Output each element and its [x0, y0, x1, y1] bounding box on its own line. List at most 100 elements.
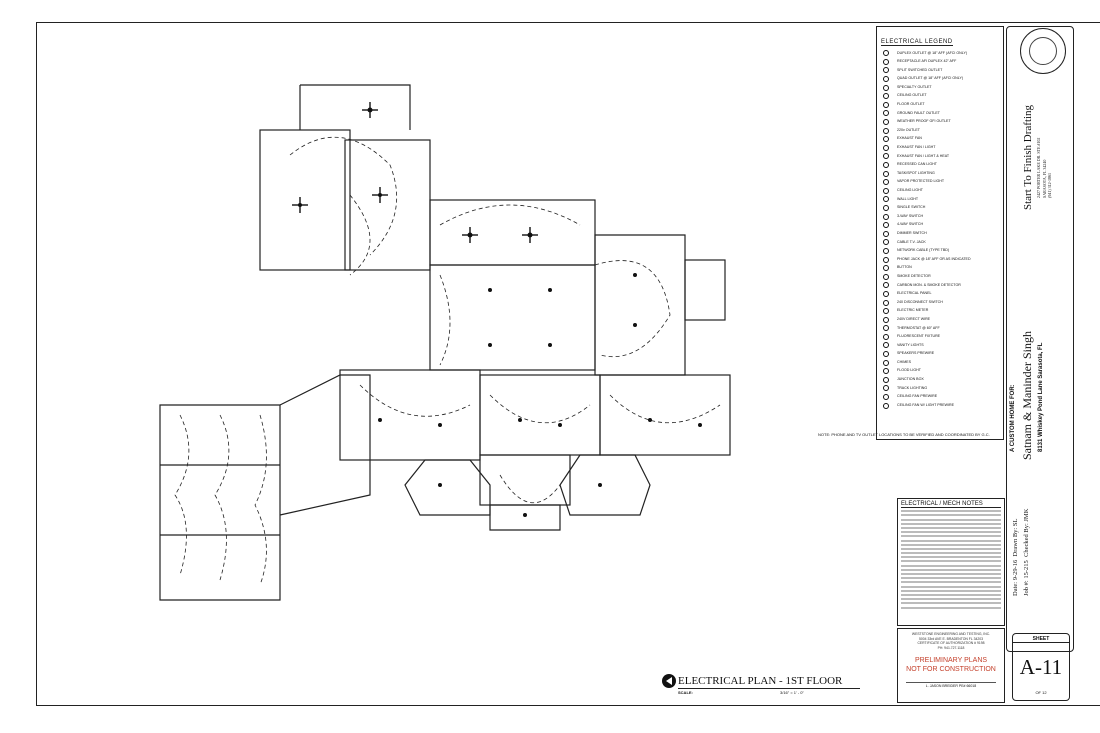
legend-symbol-icon	[881, 76, 891, 83]
legend-item-label: 240 DISCONNECT SWITCH	[897, 299, 943, 304]
checked-by: Checked By: JMK	[1023, 508, 1030, 557]
legend-item: VAPOR PROTECTED LIGHT	[881, 178, 999, 187]
legend-item: 240V DIRECT WIRE	[881, 315, 999, 324]
legend-symbol-icon	[881, 187, 891, 194]
legend-item-label: QUAD OUTLET @ 18" AFF (AFCI ONLY)	[897, 76, 964, 81]
legend-symbol-icon	[881, 119, 891, 126]
electrical-legend: ELECTRICAL LEGEND DUPLEX OUTLET @ 18" AF…	[876, 26, 1004, 440]
legend-item-label: 240V DIRECT WIRE	[897, 316, 931, 321]
legend-item-label: GROUND FAULT OUTLET	[897, 110, 940, 115]
legend-item: SPLIT SWITCHED OUTLET	[881, 66, 999, 75]
legend-item: RECESSED CAN LIGHT	[881, 161, 999, 170]
legend-item-label: SPECIALTY OUTLET	[897, 84, 932, 89]
legend-symbol-icon	[881, 101, 891, 108]
legend-item-label: WEATHER PROOF GFI OUTLET	[897, 119, 951, 124]
legend-item: QUAD OUTLET @ 18" AFF (AFCI ONLY)	[881, 75, 999, 84]
legend-item-label: CEILING OUTLET	[897, 93, 927, 98]
job-checked: Job #: 15-215 Checked By: JMK	[1023, 509, 1030, 596]
legend-symbol-icon	[881, 67, 891, 74]
date-drawn: Date: 9-29-16 Drawn By: SL	[1012, 519, 1019, 596]
legend-item-label: 220v OUTLET	[897, 127, 920, 132]
legend-symbol-icon	[881, 162, 891, 169]
legend-symbol-icon	[881, 50, 891, 57]
legend-item: 4-WAY SWITCH	[881, 221, 999, 230]
sheet-number: A-11	[1019, 655, 1063, 679]
legend-symbol-icon	[881, 316, 891, 323]
phone-tv-note: NOTE: PHONE AND TV OUTLET LOCATIONS TO B…	[818, 432, 990, 437]
legend-item: 240 DISCONNECT SWITCH	[881, 298, 999, 307]
legend-symbol-icon	[881, 265, 891, 272]
floor-plan-drawing	[159, 84, 731, 601]
legend-item: EXHAUST FAN / LIGHT	[881, 144, 999, 153]
legend-symbol-icon	[881, 299, 891, 306]
client-intro: A CUSTOM HOME FOR:	[1010, 384, 1016, 452]
legend-symbol-icon	[881, 308, 891, 315]
legend-item-label: CEILING FAN PREWIRE	[897, 394, 938, 399]
legend-item: JUNCTION BOX	[881, 376, 999, 385]
legend-item: VANITY LIGHTS	[881, 341, 999, 350]
legend-item: EXHAUST FAN / LIGHT & HEAT	[881, 152, 999, 161]
date-value: Date: 9-29-16	[1012, 559, 1019, 596]
client-address: 8131 Whiskey Pond Lane Sarasota, FL	[1038, 342, 1044, 452]
legend-item-label: EXHAUST FAN / LIGHT & HEAT	[897, 153, 950, 158]
stamp-line3: PH: 941.727.1118	[937, 645, 965, 650]
legend-item-label: SMOKE DETECTOR	[897, 273, 931, 278]
legend-item-label: VANITY LIGHTS	[897, 342, 924, 347]
legend-symbol-icon	[881, 247, 891, 254]
legend-item-label: TASK/SPOT LIGHTING	[897, 170, 935, 175]
not-for-construction-label: NOT FOR CONSTRUCTION	[906, 666, 996, 673]
legend-symbol-icon	[881, 290, 891, 297]
legend-item-label: NETWORK CABLE (TYPE TBD)	[897, 248, 950, 253]
legend-symbol-icon	[881, 136, 891, 143]
legend-item: THERMOSTAT @ 60" AFF	[881, 324, 999, 333]
legend-item: NETWORK CABLE (TYPE TBD)	[881, 247, 999, 256]
legend-symbol-icon	[881, 213, 891, 220]
legend-symbol-icon	[881, 333, 891, 340]
legend-item-label: SINGLE SWITCH	[897, 205, 926, 210]
legend-item: WEATHER PROOF GFI OUTLET	[881, 118, 999, 127]
legend-symbol-icon	[881, 110, 891, 117]
legend-item: FLOOD LIGHT	[881, 367, 999, 376]
legend-symbol-icon	[881, 230, 891, 237]
legend-symbol-icon	[881, 282, 891, 289]
legend-symbol-icon	[881, 376, 891, 383]
electrical-mech-notes: ELECTRICAL / MECH NOTES	[897, 498, 1005, 626]
legend-item-label: WALL LIGHT	[897, 196, 919, 201]
preliminary-label: PRELIMINARY PLANS	[914, 657, 988, 664]
legend-item: SPEAKERS PREWIRE	[881, 350, 999, 359]
legend-item-label: DIMMER SWITCH	[897, 230, 927, 235]
firm-name: Start To Finish Drafting	[1022, 104, 1034, 210]
job-number: Job #: 15-215	[1023, 560, 1030, 596]
engineer-stamp: WESTSTONE ENGINEERING AND TESTING, INC. …	[897, 628, 1005, 703]
legend-symbol-icon	[881, 196, 891, 203]
scale-label: SCALE:	[678, 690, 693, 695]
legend-item: TASK/SPOT LIGHTING	[881, 169, 999, 178]
drawn-by: Drawn By: SL	[1012, 518, 1019, 557]
legend-item: CEILING LIGHT	[881, 187, 999, 196]
legend-item-label: CEILING FAN W/ LIGHT PREWIRE	[897, 402, 955, 407]
stamp-engineer: WESTSTONE ENGINEERING AND TESTING, INC.	[911, 632, 991, 636]
firm-address: 2427 PORTER LAKE DR. STE #102 SARASOTA, …	[1036, 138, 1053, 198]
legend-symbol-icon	[881, 385, 891, 392]
sheet-label: SHEET	[1013, 636, 1069, 643]
legend-item-label: ELECTRIC METER	[897, 308, 929, 313]
scale-value: 3/16" = 1' - 0"	[780, 690, 804, 695]
legend-item: 220v OUTLET	[881, 126, 999, 135]
legend-item: RECEPTACLE AFI DUPLEX 42" AFF	[881, 58, 999, 67]
legend-symbol-icon	[881, 222, 891, 229]
legend-item: ELECTRIC METER	[881, 307, 999, 316]
legend-symbol-icon	[881, 93, 891, 100]
section-marker-icon	[662, 674, 676, 688]
legend-item-label: CARBON MON. & SMOKE DETECTOR	[897, 282, 961, 287]
legend-symbol-icon	[881, 351, 891, 358]
legend-item-label: RECEPTACLE AFI DUPLEX 42" AFF	[897, 59, 957, 64]
signer-name: L. JASON BREIDER PE# 66018	[906, 682, 996, 688]
company-seal-icon	[1020, 28, 1066, 74]
legend-item-label: ELECTRICAL PANEL	[897, 291, 932, 296]
legend-item-label: SPEAKERS PREWIRE	[897, 351, 935, 356]
legend-symbol-icon	[881, 342, 891, 349]
legend-symbol-icon	[881, 239, 891, 246]
legend-item-label: 3-WAY SWITCH	[897, 213, 924, 218]
title-block	[1006, 26, 1074, 652]
legend-item-label: BUTTON	[897, 265, 912, 270]
